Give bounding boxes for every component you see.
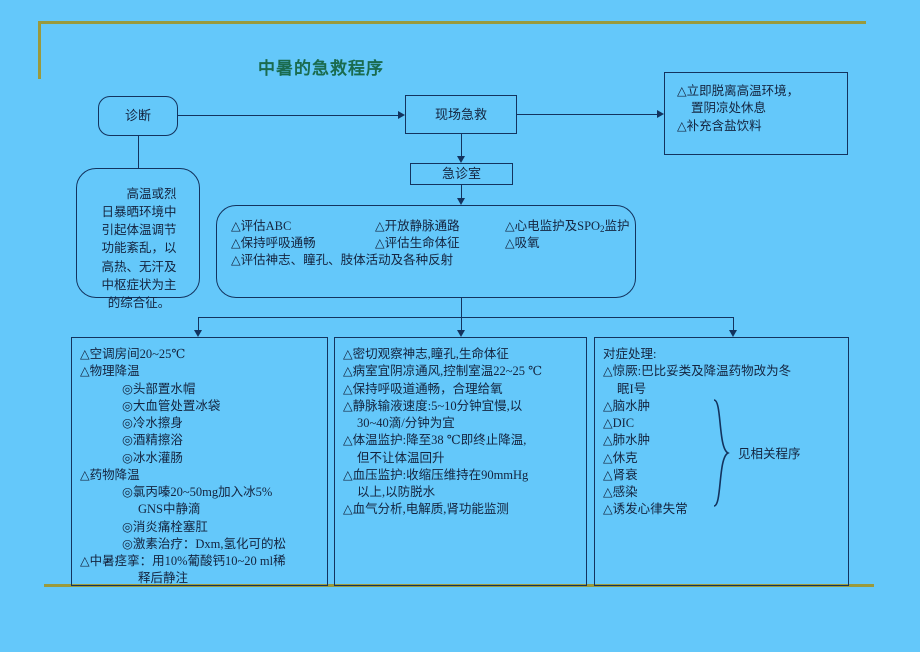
cooling-line: ◎激素治疗：Dxm,氢化可的松 <box>122 536 287 551</box>
symptomatic-line: 眠I号 <box>617 381 647 396</box>
cooling-line: △药物降温 <box>80 467 140 482</box>
connector-diagnosis-to-definition <box>138 136 139 168</box>
first-aid-line: △补充含盐饮料 <box>677 118 762 133</box>
cooling-line: GNS中静滴 <box>138 502 201 517</box>
monitoring-line: △密切观察神志,瞳孔,生命体征 <box>343 347 509 361</box>
cooling-line: ◎氯丙嗪20~50mg加入冰5% <box>122 485 273 499</box>
definition-line: 高热、无汗及 <box>101 259 177 274</box>
assessment-item-ecg-head: △心电监护及SPO <box>505 219 601 233</box>
definition-line: 的综合征。 <box>107 295 171 310</box>
node-definition[interactable]: 高温或烈 日暴晒环境中 引起体温调节 功能紊乱，以 高热、无汗及 中枢症状为主 … <box>76 168 200 310</box>
monitoring-line: 30~40滴/分钟为宜 <box>357 416 455 430</box>
cooling-line: ◎冷水擦身 <box>122 416 183 430</box>
symptomatic-line: △脑水肿 <box>603 398 651 413</box>
symptomatic-header: 对症处理: <box>603 347 657 361</box>
assessment-item-ecg: △心电监护及SPO2监护 <box>505 218 630 235</box>
first-aid-line: △立即脱离高温环境， <box>677 84 800 98</box>
node-er-label: 急诊室 <box>441 166 481 182</box>
assessment-column-3: △心电监护及SPO2监护 △吸氧 <box>505 218 630 253</box>
cooling-line: 释后静注 <box>138 571 189 586</box>
arrowhead-firstaid <box>657 110 664 118</box>
connector-onsite-to-er <box>461 134 462 156</box>
symptomatic-line: △诱发心律失常 <box>603 502 688 517</box>
connector-er-to-assessment <box>461 185 462 198</box>
assessment-item-ecg-sub: 2 <box>600 224 605 234</box>
cooling-line: ◎酒精擦浴 <box>122 433 183 448</box>
node-onsite-first-aid[interactable]: 现场急救 <box>405 95 517 134</box>
node-cooling-measures[interactable]: △空调房间20~25℃ △物理降温 ◎头部置水帽 ◎大血管处置冰袋 ◎冷水擦身 … <box>71 337 328 586</box>
page-title: 中暑的急救程序 <box>258 59 384 78</box>
definition-line: 高温或烈 <box>126 187 177 201</box>
assessment-item: △评估ABC <box>231 219 292 233</box>
assessment-item: △开放静脉通路 <box>375 219 460 233</box>
connector-assessment-to-split <box>461 298 462 330</box>
assessment-column-2: △开放静脉通路 △评估生命体征 <box>375 218 460 253</box>
assessment-item-wide: △评估神志、瞳孔、肢体活动及各种反射 <box>231 253 454 267</box>
cooling-line: ◎冰水灌肠 <box>122 450 183 465</box>
node-emergency-room[interactable]: 急诊室 <box>410 163 513 185</box>
connector-onsite-to-firstaid <box>517 114 657 115</box>
symptomatic-line: △惊厥:巴比妥类及降温药物改为冬 <box>603 364 792 379</box>
cooling-line: △中暑痉挛：用10%葡酸钙10~20 ml稀 <box>80 554 286 568</box>
cooling-line: △空调房间20~25℃ <box>80 347 186 361</box>
definition-line: 功能紊乱，以 <box>101 241 177 256</box>
arrowhead-assessment <box>457 198 465 205</box>
connector-split-horizontal <box>198 317 733 318</box>
node-onsite-label: 现场急救 <box>434 106 487 122</box>
monitoring-line: △体温监护:降至38 ℃即终止降温, <box>343 433 527 448</box>
monitoring-line: △病室宜阴凉通风,控制室温22~25 ℃ <box>343 364 543 379</box>
symptomatic-line: △肺水肿 <box>603 433 651 448</box>
monitoring-line: △保持呼吸道通畅，合理给氧 <box>343 381 503 396</box>
assessment-item: △保持呼吸通畅 <box>231 236 316 251</box>
first-aid-line: 置阴凉处休息 <box>691 101 767 116</box>
symptomatic-line: △肾衰 <box>603 467 638 482</box>
connector-diagnosis-to-onsite <box>178 115 398 116</box>
node-first-aid-measures[interactable]: △立即脱离高温环境， 置阴凉处休息 △补充含盐饮料 <box>664 72 848 155</box>
arrowhead-onsite <box>398 111 405 119</box>
symptomatic-line: △休克 <box>603 450 638 465</box>
curly-brace-icon <box>713 399 730 507</box>
cooling-line: ◎头部置水帽 <box>122 381 196 396</box>
node-symptomatic-treatment[interactable]: 对症处理: △惊厥:巴比妥类及降温药物改为冬 眠I号 △脑水肿 △DIC △肺水… <box>594 337 849 586</box>
node-monitoring-measures[interactable]: △密切观察神志,瞳孔,生命体征 △病室宜阴凉通风,控制室温22~25 ℃ △保持… <box>334 337 587 586</box>
node-diagnosis-label: 诊断 <box>124 108 151 124</box>
symptomatic-line: △感染 <box>603 485 638 499</box>
cooling-line: ◎消炎痛栓塞肛 <box>122 519 208 534</box>
assessment-item: △评估生命体征 <box>375 236 460 251</box>
cooling-line: ◎大血管处置冰袋 <box>122 398 221 413</box>
connector-split-right <box>733 317 734 330</box>
node-assessment[interactable]: △评估ABC △保持呼吸通畅 △开放静脉通路 △评估生命体征 △心电监护及SPO… <box>216 205 636 298</box>
arrowhead-cooling <box>194 330 202 337</box>
node-diagnosis[interactable]: 诊断 <box>98 96 178 136</box>
definition-line: 日暴晒环境中 <box>101 205 177 220</box>
monitoring-line: △血压监护:收缩压维持在90mmHg <box>343 467 529 482</box>
assessment-item-ecg-tail: 监护 <box>604 219 630 233</box>
definition-line: 中枢症状为主 <box>101 277 177 292</box>
assessment-item: △吸氧 <box>505 236 540 251</box>
brace-label: 见相关程序 <box>738 447 801 461</box>
assessment-column-1: △评估ABC △保持呼吸通畅 <box>231 218 316 253</box>
arrowhead-monitoring <box>457 330 465 337</box>
arrowhead-symptomatic <box>729 330 737 337</box>
cooling-line: △物理降温 <box>80 364 140 379</box>
arrowhead-er <box>457 156 465 163</box>
decorative-rule-left <box>38 21 41 79</box>
monitoring-line: 但不让体温回升 <box>357 450 445 465</box>
symptomatic-line: △DIC <box>603 416 635 430</box>
monitoring-line: △静脉输液速度:5~10分钟宜慢,以 <box>343 398 523 413</box>
definition-line: 引起体温调节 <box>101 223 177 238</box>
decorative-rule-top <box>38 21 866 24</box>
connector-split-left <box>198 317 199 330</box>
monitoring-line: 以上,以防脱水 <box>357 485 436 499</box>
monitoring-line: △血气分析,电解质,肾功能监测 <box>343 502 509 517</box>
